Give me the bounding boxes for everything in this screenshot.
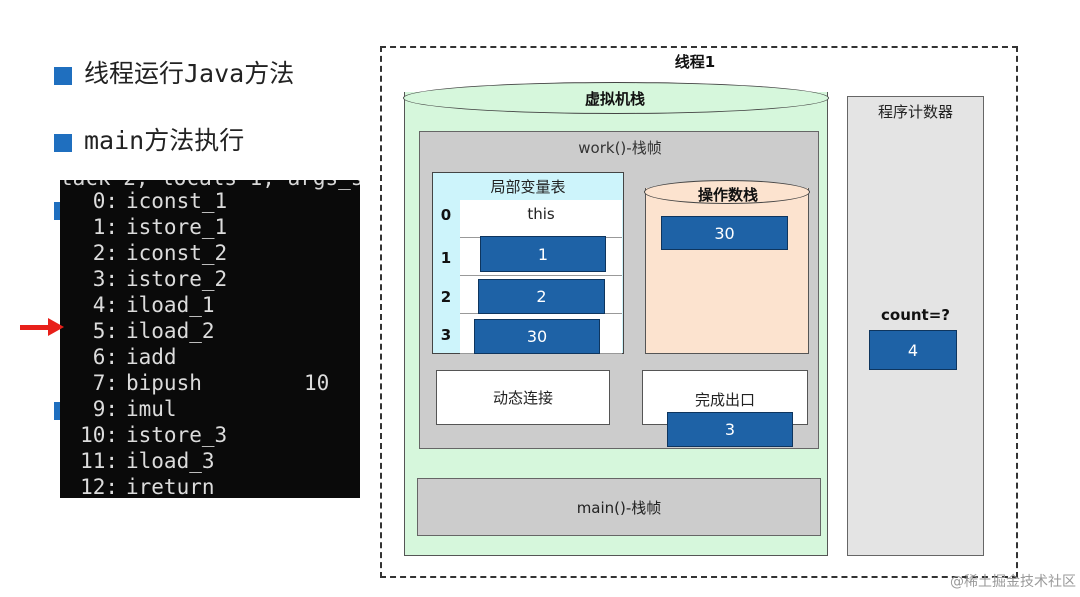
program-counter-title: 程序计数器 [877,102,953,121]
current-instruction-arrow-icon [20,325,50,330]
program-counter-value-box: 4 [869,330,957,370]
code-line: 2:iconst_2 [92,241,228,265]
code-line: 3:istore_2 [92,267,228,291]
code-line: 11:iload_3 [80,449,215,473]
dynamic-link-box: 动态连接 [436,370,610,425]
bytecode-console: tack 2, locals 1, args_s 0:iconst_1 1:is… [60,180,360,498]
operand-value-box: 30 [661,216,788,250]
code-line: 4:iload_1 [92,293,215,317]
slot-index: 1 [440,249,452,267]
code-line: 12:ireturn [80,475,215,498]
slot-value-box: 1 [480,236,606,272]
arrow-head-icon [48,318,64,336]
bullet-square-icon [54,67,72,85]
operand-stack-top [644,180,810,204]
bullet-text-main-execute: main方法执行 [84,126,245,155]
slot-value-box: 30 [474,319,600,354]
bullet-square-icon [54,134,72,152]
code-line: 0:iconst_1 [92,189,228,213]
console-header-line: tack 2, locals 1, args_s [60,180,360,190]
vm-stack-top [403,82,829,114]
slot-index: 0 [440,206,452,224]
work-frame-title: work()-栈帧 [578,138,662,157]
operand-stack [645,188,809,354]
return-address-value-box: 3 [667,412,793,447]
main-stack-frame: main()-栈帧 [417,478,821,536]
thread-boundary [380,46,1018,578]
operand-stack-title: 操作数栈 [697,185,758,204]
vm-stack-title: 虚拟机栈 [584,89,645,108]
return-address-label: 完成出口 [694,390,755,409]
program-counter [847,96,984,556]
code-line-current: 5:iload_2 [92,319,215,343]
code-line: 9:imul [92,397,177,421]
site-watermark: @稀土掘金技术社区 [950,574,1076,590]
code-line: 10:istore_3 [80,423,228,447]
bullet-text-run-java-method: 线程运行Java方法 [84,59,295,88]
slot-index: 3 [440,326,452,344]
code-line: 6:iadd [92,345,177,369]
thread-title: 线程1 [674,52,716,71]
program-counter-label: count=? [881,306,950,324]
slot-index: 2 [440,288,452,306]
code-line: 1:istore_1 [92,215,228,239]
slot-value-this: this [527,205,555,223]
slot-value-box: 2 [478,279,605,314]
local-variable-table-title: 局部变量表 [490,177,566,196]
